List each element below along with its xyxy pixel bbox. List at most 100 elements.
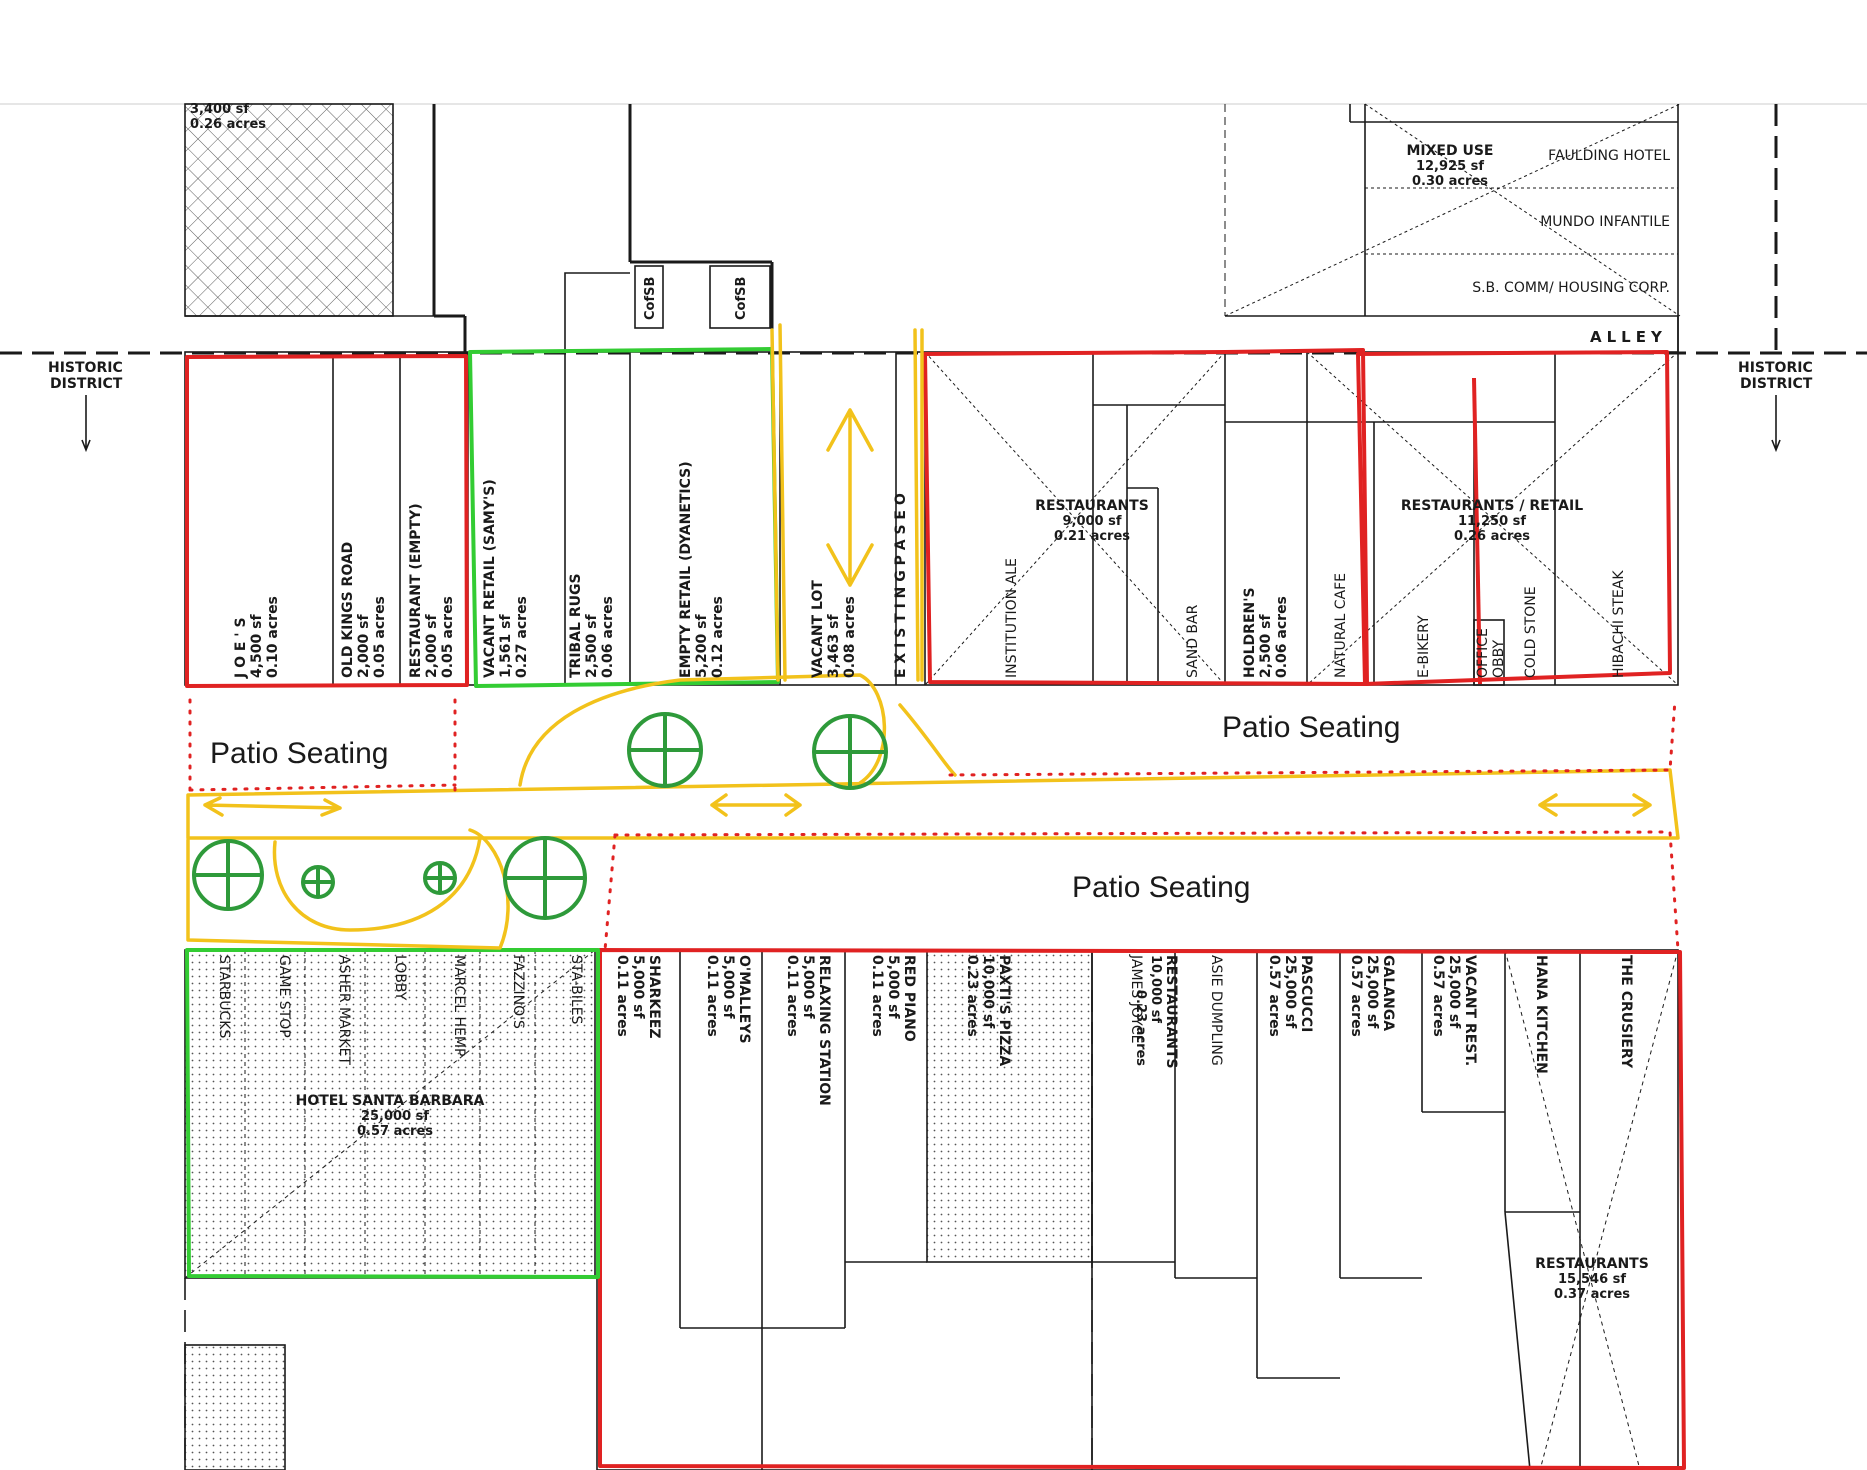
south-parcel-2-1-label: PASCUCCI [1298,955,1314,1032]
north-rest-2-tenant-4: OBBY [1491,640,1507,678]
hotel-tenant-7: STA-BILES [568,955,584,1025]
hotel-tenant-2: GAME STOP [276,955,292,1038]
top-margin [0,0,1867,104]
hotel-tenant-4: LOBBY [392,955,408,1001]
north-rest-2-tenant-3: OFFICE [1475,628,1491,678]
hotel-area: 25,000 sf [361,1109,429,1124]
south-rest-1-title: RESTAURANTS [1163,955,1179,1069]
south-rest-2-area: 15,546 sf [1558,1272,1626,1287]
mixed-use-tenant-3: S.B. COMM/ HOUSING CORP. [1472,280,1670,296]
north-rest-2-tenant-2: E-BIKERY [1416,615,1432,678]
north-parcel-6-line-1: 5,200 sf [694,614,710,678]
north-parcel-3-line-1: 2,000 sf [424,614,440,678]
north-parcel-5-label: TRIBAL RUGS [568,573,584,678]
alley-label: ALLEY [1590,328,1667,346]
historic-left-arrow-icon [81,395,91,453]
south-parcel-2-line-2: 0.11 acres [704,955,720,1037]
hotel-tenant-5: MARCEL HEMP [451,955,467,1056]
south-parcel-2-3-label: VACANT REST. [1462,955,1478,1066]
top-left-acres: 0.26 acres [190,117,266,132]
hotel-acres: 0.57 acres [357,1124,433,1139]
holdrens-label: HOLDREN'S [1242,587,1258,678]
south-parcel-5-line-2: 0.23 acres [964,955,980,1037]
south-parcel-1-line-1: 5,000 sf [630,955,646,1019]
historic-right-label-1: HISTORIC [1738,360,1813,376]
north-rest-2-area: 11,250 sf [1458,514,1526,529]
south-parcel-2-2-line-2: 0.57 acres [1348,955,1364,1037]
south-parcel-2-2-line-1: 25,000 sf [1364,955,1380,1029]
north-rest-2-tenant-6: HIBACHI STEAK [1611,570,1627,678]
south-rest-1-acres: 0.23 acres [1133,990,1148,1066]
north-parcel-1-line-1: 4,500 sf [249,614,265,678]
north-parcel-3-line-2: 0.05 acres [440,596,456,678]
north-parcel-5-line-2: 0.06 acres [600,596,616,678]
north-rest-1-acres: 0.21 acres [1054,529,1130,544]
north-parcel-7-line-2: 0.08 acres [842,596,858,678]
mixed-use-tenant-2: MUNDO INFANTILE [1540,214,1670,230]
mixed-use-acres: 0.30 acres [1412,174,1488,189]
north-rest-1-tenant-1: INSTITUTION ALE [1004,558,1020,678]
south-parcel-2-line-1: 5,000 sf [720,955,736,1019]
hotel-tenant-1: STARBUCKS [216,955,232,1038]
patio-seating-label-3: Patio Seating [1072,871,1250,904]
north-parcel-6-label: EMPTY RETAIL (DYANETICS) [678,461,694,678]
south-rest-1-tenant-1: JAMES JOYCE [1128,954,1144,1044]
north-rest-1-title: RESTAURANTS [1035,498,1149,514]
north-parcel-2-line-2: 0.05 acres [372,596,388,678]
north-parcel-6-line-2: 0.12 acres [710,596,726,678]
north-parcel-8-label: E X I S T I N G P A S E O [893,493,909,678]
south-parcel-2-3-line-2: 0.57 acres [1430,955,1446,1037]
north-parcel-5-line-1: 2,500 sf [584,614,600,678]
north-parcel-7-line-1: 3,463 sf [826,614,842,678]
north-parcel-1-label: J O E ' S [233,617,249,679]
south-name-2: THE CRUSIERY [1618,955,1634,1069]
hotel-title: HOTEL SANTA BARBARA [296,1093,485,1109]
cofsb-label-1: CofSB [643,277,658,320]
north-rest-1-tenant-2: SAND BAR [1185,604,1201,678]
south-parcel-4-line-1: 5,000 sf [885,955,901,1019]
north-parcel-1-line-2: 0.10 acres [265,596,281,678]
north-parcel-4-line-1: 1,561 sf [498,614,514,678]
south-parcel-2-1-line-2: 0.57 acres [1266,955,1282,1037]
patio-seating-label-2: Patio Seating [1222,711,1400,744]
north-rest-2-acres: 0.26 acres [1454,529,1530,544]
pedestrian-path-yellow [186,323,1680,950]
hotel-tenant-3: ASHER MARKET [336,955,352,1065]
north-parcel-2-line-1: 2,000 sf [356,614,372,678]
south-parcel-2-2-label: GALANGA [1380,955,1396,1031]
south-parcel-3-line-1: 5,000 sf [800,955,816,1019]
historic-right-arrow-icon [1771,395,1781,453]
patio-seating-label-1: Patio Seating [210,737,388,770]
cofsb-label-2: CofSB [734,277,749,320]
south-rest-2-title: RESTAURANTS [1535,1256,1649,1272]
south-parcel-4-label: RED PIANO [901,955,917,1042]
north-parcel-4-label: VACANT RETAIL (SAMY'S) [482,479,498,678]
south-parcel-5-label: PAXTI'S PIZZA [996,955,1012,1066]
south-parcel-2-3-line-1: 25,000 sf [1446,955,1462,1029]
south-parcel-3-label: RELAXING STATION [816,955,832,1106]
south-rest-1-tenant-2: ASIE DUMPLING [1208,955,1224,1066]
north-rest-2-tenant-1: NATURAL CAFE [1333,573,1349,678]
north-parcel-3-label: RESTAURANT (EMPTY) [408,503,424,678]
south-parcel-5-line-1: 10,000 sf [980,955,996,1029]
south-parcel-2-1-line-1: 25,000 sf [1282,955,1298,1029]
north-parcel-2-label: OLD KINGS ROAD [340,542,356,678]
south-parcel-1-line-2: 0.11 acres [614,955,630,1037]
existing-parcels-red-outlines [185,348,1686,1470]
north-rest-2-tenant-5: COLD STONE [1523,586,1539,678]
mixed-use-title: MIXED USE [1406,143,1493,159]
patio-seating-dotted-red [188,698,1680,952]
south-rest-2-acres: 0.37 acres [1554,1287,1630,1302]
top-left-area: 3,400 sf [190,102,249,117]
historic-right-label-2: DISTRICT [1740,376,1813,392]
south-rest-1-area: 10,000 sf [1148,955,1163,1023]
south-parcel-4-line-2: 0.11 acres [869,955,885,1037]
mixed-use-area: 12,925 sf [1416,159,1484,174]
north-rest-2-title: RESTAURANTS / RETAIL [1401,498,1583,514]
south-name-1: HANA KITCHEN [1533,955,1549,1074]
proposed-parcels-green-outlines [185,347,780,1279]
south-parcel-1-label: SHARKEEZ [646,955,662,1039]
south-parcel-3-line-2: 0.11 acres [784,955,800,1037]
historic-left-label-2: DISTRICT [50,376,123,392]
